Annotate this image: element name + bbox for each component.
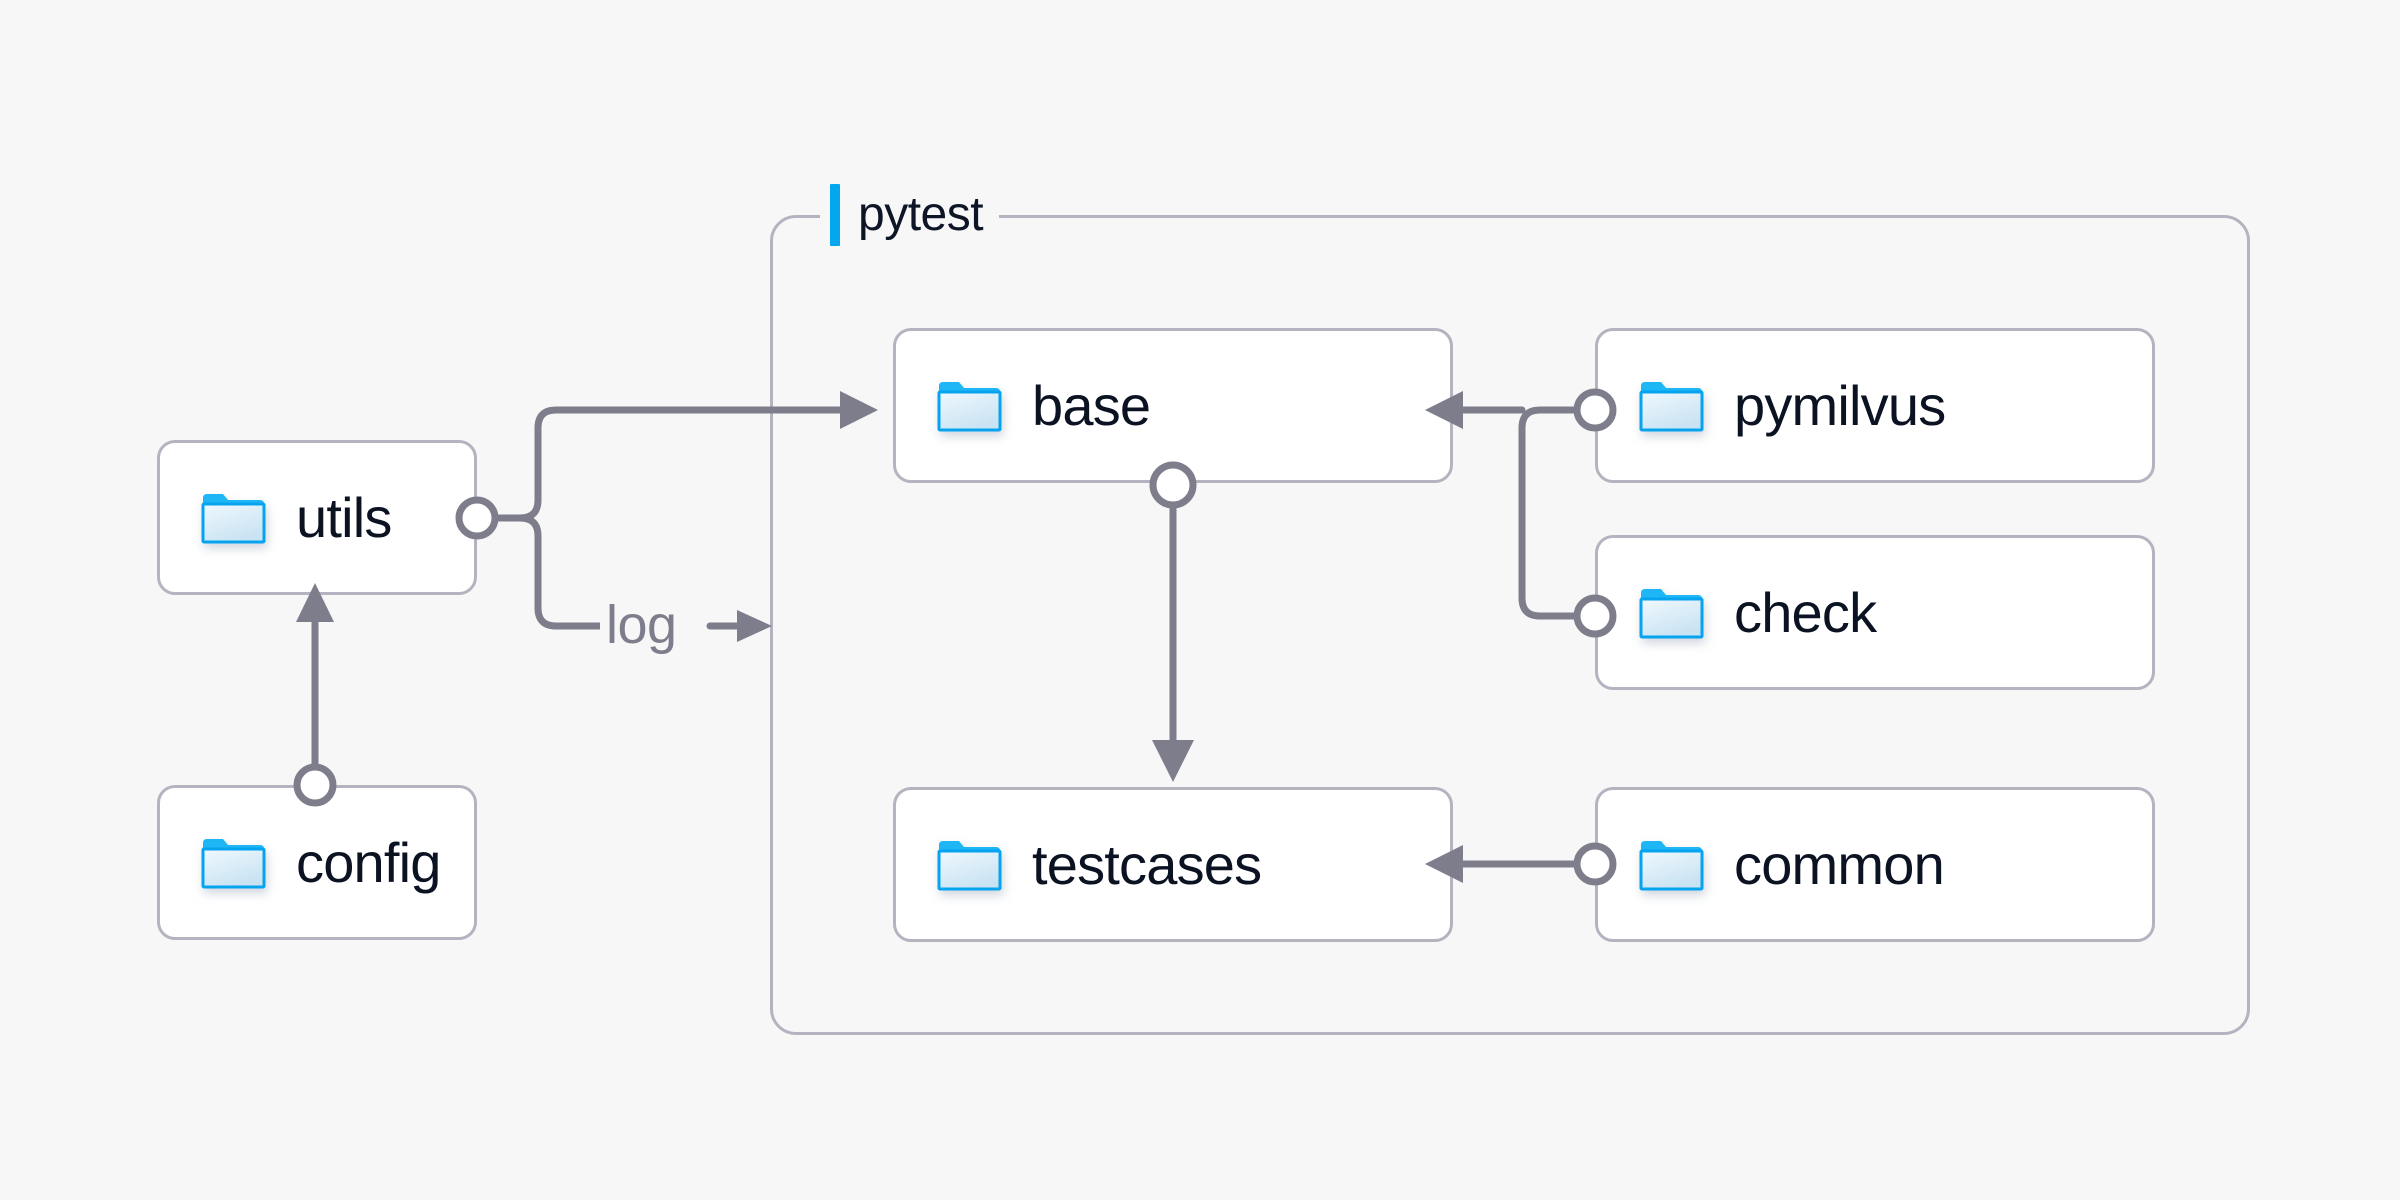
node-label: common [1734,832,1945,896]
node-utils[interactable]: utils [157,440,477,595]
folder-icon [936,837,1002,893]
node-common[interactable]: common [1595,787,2155,942]
edge-label-log: log [600,598,683,652]
node-label: pymilvus [1734,373,1946,437]
folder-icon [200,835,266,891]
edge-utils-log[interactable] [491,514,604,630]
folder-icon [200,490,266,546]
edge-log-arrow [706,610,772,642]
group-label-pytest[interactable]: pytest [820,183,1000,247]
folder-icon [1638,837,1704,893]
node-check[interactable]: check [1595,535,2155,690]
group-accent-bar [830,184,840,246]
folder-icon [1638,585,1704,641]
edge-config-utils[interactable] [293,583,337,807]
folder-icon [1638,378,1704,434]
node-label: check [1734,580,1877,644]
node-label: base [1032,373,1151,437]
folder-icon [936,378,1002,434]
node-config[interactable]: config [157,785,477,940]
node-testcases[interactable]: testcases [893,787,1453,942]
node-label: testcases [1032,832,1262,896]
node-pymilvus[interactable]: pymilvus [1595,328,2155,483]
group-label-text: pytest [858,188,984,241]
node-label: config [296,830,441,894]
node-label: utils [296,485,392,549]
node-base[interactable]: base [893,328,1453,483]
